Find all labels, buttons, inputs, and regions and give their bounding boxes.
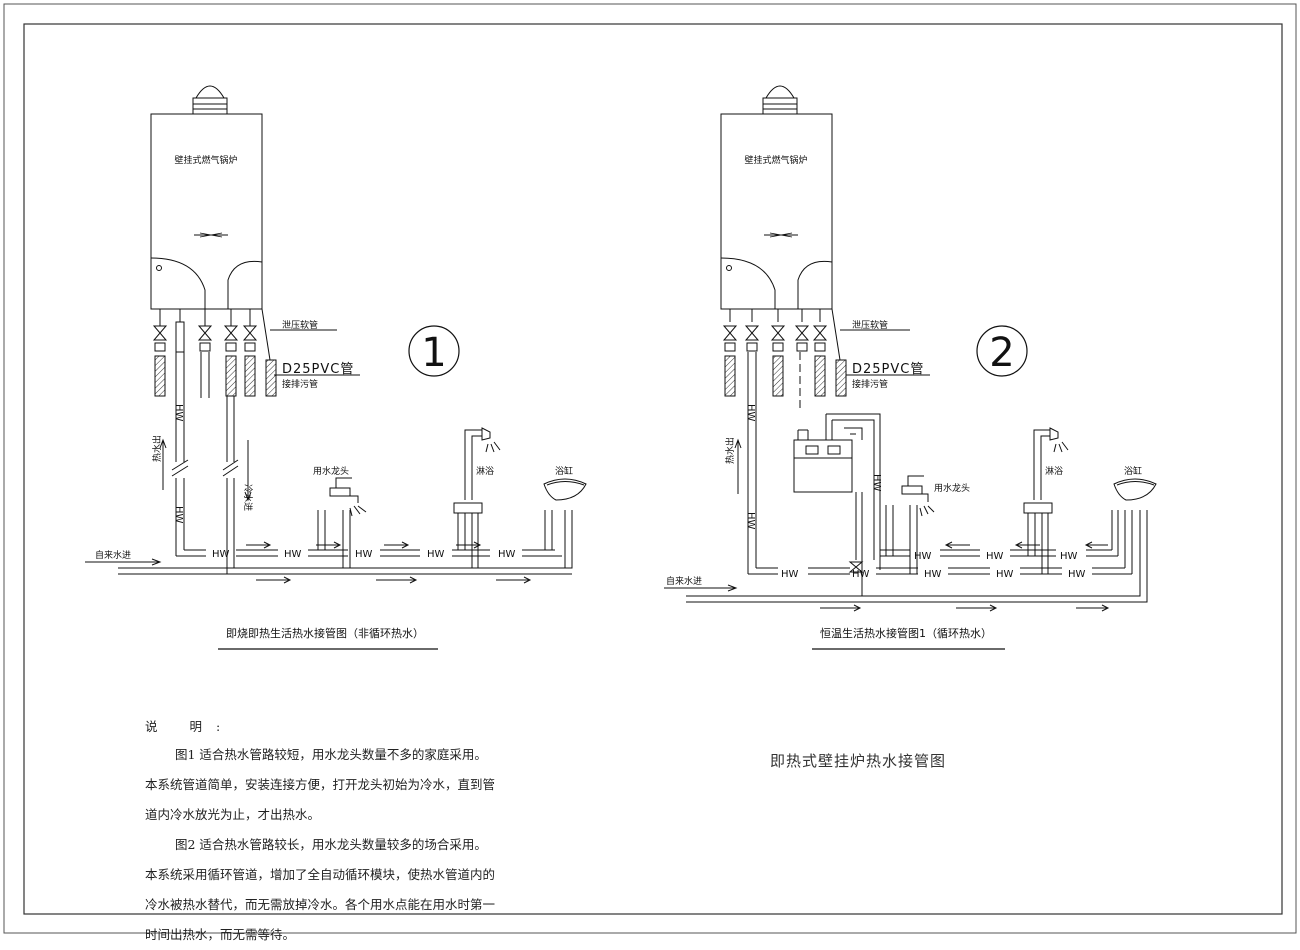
hw-label: HW	[173, 506, 184, 524]
diagram-1-number-circle	[408, 325, 460, 377]
boiler-connectors-2	[722, 308, 847, 408]
boiler-body-1	[150, 113, 263, 310]
tag-drain-1: 接排污管	[282, 378, 318, 390]
tag-relief-hose-1: 泄压软管	[282, 319, 318, 331]
boiler-body-2	[720, 113, 833, 310]
tag-relief-hose-2: 泄压软管	[852, 319, 888, 331]
hw-line-2	[664, 510, 1148, 612]
inner-border	[23, 23, 1283, 915]
faucet-2	[885, 475, 935, 574]
diagram-2	[664, 85, 1157, 612]
circulation-module	[793, 413, 881, 596]
tag-drain-2: 接排污管	[852, 378, 888, 390]
tag-pvc-1: D25PVC管	[282, 362, 354, 377]
hw-label: HW	[355, 549, 373, 560]
tag-shower-1: 淋浴	[476, 465, 494, 477]
tag-hot-out-1: 热水出	[151, 435, 163, 462]
hw-label: HW	[212, 549, 230, 560]
tag-tap-in-1: 自来水进	[95, 549, 131, 561]
hw-label: HW	[745, 512, 756, 530]
shower-1	[453, 427, 501, 568]
leaders	[270, 329, 930, 376]
notes-section: 说 明: 图1 适合热水管路较短，用水龙头数量不多的家庭采用。本系统管道简单，安…	[145, 712, 495, 950]
tag-faucet-1: 用水龙头	[313, 465, 349, 477]
hw-line-1	[85, 510, 573, 584]
flue-cap-2	[762, 85, 798, 115]
tag-faucet-2: 用水龙头	[934, 482, 970, 494]
main-title: 即热式壁挂炉热水接管图	[770, 752, 947, 770]
boiler-panel-1	[150, 257, 206, 309]
hw-label: HW	[1068, 569, 1086, 580]
tag-pvc-2: D25PVC管	[852, 362, 924, 377]
tag-shower-2: 淋浴	[1045, 465, 1063, 477]
tag-tap-in-2: 自来水进	[666, 575, 702, 587]
hw-label: HW	[173, 404, 184, 422]
hw-label: HW	[1060, 551, 1078, 562]
tag-bathtub-1: 浴缸	[555, 465, 573, 477]
hw-label: HW	[914, 551, 932, 562]
notes-heading: 说 明:	[145, 719, 235, 734]
shower-2	[1023, 427, 1069, 574]
flue-cap-1	[192, 85, 228, 115]
tag-hot-out-2: 热水出	[724, 437, 736, 464]
risers-2	[734, 398, 757, 574]
diagram-1	[85, 85, 587, 584]
boiler-label-2: 壁挂式燃气锅炉	[744, 154, 807, 166]
diagram-2-caption: 恒温生活热水接管图1（循环热水）	[820, 626, 992, 640]
diagram-2-number: 2	[989, 330, 1014, 376]
diagram-2-number-circle	[976, 325, 1028, 377]
bathtub-2	[1111, 478, 1157, 556]
hw-label: HW	[745, 404, 756, 422]
hw-label: HW	[986, 551, 1004, 562]
notes-paragraph-1: 图1 适合热水管路较短，用水龙头数量不多的家庭采用。本系统管道简单，安装连接方便…	[145, 747, 496, 822]
hw-label: HW	[996, 569, 1014, 580]
boiler-label-1: 壁挂式燃气锅炉	[174, 154, 237, 166]
risers-1	[159, 396, 252, 574]
tag-bathtub-2: 浴缸	[1124, 465, 1142, 477]
hw-label: HW	[284, 549, 302, 560]
hw-label: HW	[852, 569, 870, 580]
outer-border	[3, 3, 1297, 934]
faucet-1	[317, 477, 367, 568]
diagram-1-number: 1	[421, 330, 446, 376]
bathtub-1	[543, 478, 587, 550]
hw-label: HW	[427, 549, 445, 560]
hw-labels: HW HW HW HW HW HW HW HW HW HW HW HW HW H…	[173, 404, 1086, 580]
hw-label: HW	[781, 569, 799, 580]
diagram-1-caption: 即烧即热生活热水接管图（非循环热水）	[226, 626, 424, 640]
hw-label: HW	[871, 474, 882, 492]
notes-paragraph-2: 图2 适合热水管路较长，用水龙头数量较多的场合采用。本系统采用循环管道，增加了全…	[145, 837, 496, 942]
boiler-connectors-1	[152, 308, 277, 398]
hw-label: HW	[498, 549, 516, 560]
tag-cold-in-1: 冷水进	[242, 484, 254, 511]
hw-label: HW	[924, 569, 942, 580]
